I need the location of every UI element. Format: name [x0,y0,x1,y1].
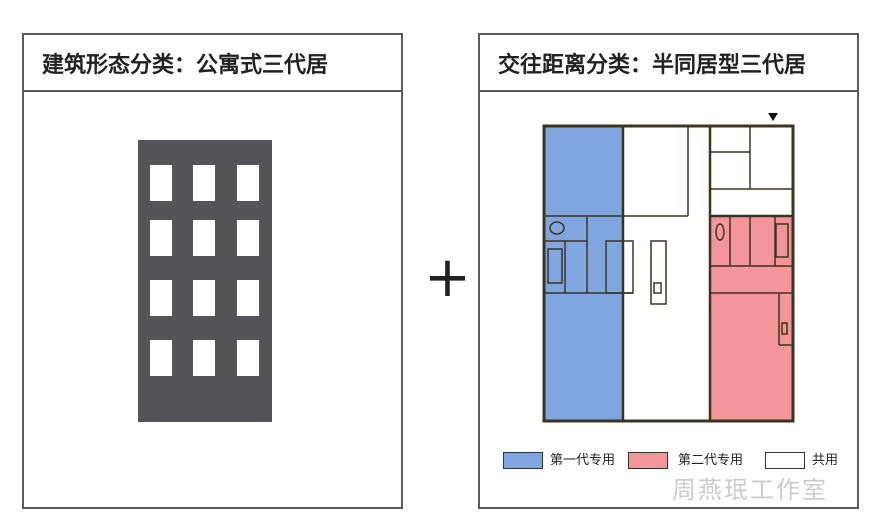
legend-label-second: 第二代专用 [678,453,744,468]
window [150,165,172,201]
window [237,220,259,256]
legend-swatch-second [628,452,668,469]
outer-wall [542,124,795,423]
window [150,280,172,316]
first-generation-zone [544,126,623,421]
window [237,280,259,316]
window [193,220,215,256]
window [193,340,215,376]
distance-panel: 交往距离分类：半同居型三代居 [478,33,859,509]
plus-sign: + [424,245,471,310]
legend-swatch-first [503,452,543,469]
legend-swatch-shared [765,452,805,469]
building-form-title: 建筑形态分类：公寓式三代居 [24,35,401,92]
window [237,165,259,201]
window [237,340,259,376]
legend-label-first: 第一代专用 [550,453,616,468]
legend-label-shared: 共用 [812,453,839,468]
window [150,220,172,256]
window [193,280,215,316]
distance-title: 交往距离分类：半同居型三代居 [480,35,857,92]
second-generation-zone [710,216,793,421]
window [150,340,172,376]
entrance-arrow-icon [768,113,778,121]
watermark: 周燕珉工作室 [672,476,828,504]
window [193,165,215,201]
